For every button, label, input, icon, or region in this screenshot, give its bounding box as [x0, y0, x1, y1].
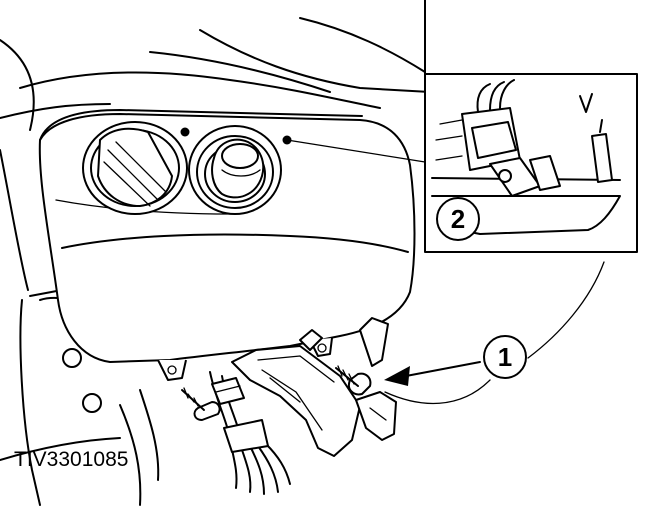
dashboard-background-lines [0, 0, 431, 461]
frame-hole-upper [62, 348, 82, 368]
callout-1: 1 [483, 335, 527, 379]
screw-left [181, 387, 221, 421]
rotary-knob-right [188, 125, 282, 215]
callout-2-label: 2 [451, 204, 465, 234]
callout-2-circle [436, 197, 480, 241]
callout-1-label: 1 [498, 342, 512, 372]
arrow-shaft-callout-1 [405, 361, 481, 377]
screw-right [335, 365, 372, 396]
leader-lines [286, 139, 605, 405]
callout-1-circle [483, 335, 527, 379]
arrow-head-icon [384, 366, 410, 386]
reference-code: TIV3301085 [14, 448, 128, 471]
frame-hole-lower [82, 393, 102, 413]
leader-curve-callout-1 [384, 379, 491, 405]
leader-line-inset-to-callout-1 [527, 261, 605, 359]
rotary-knob-left [82, 121, 188, 215]
lower-bracket-mechanism [209, 329, 397, 495]
callout-2: 2 [436, 197, 480, 241]
